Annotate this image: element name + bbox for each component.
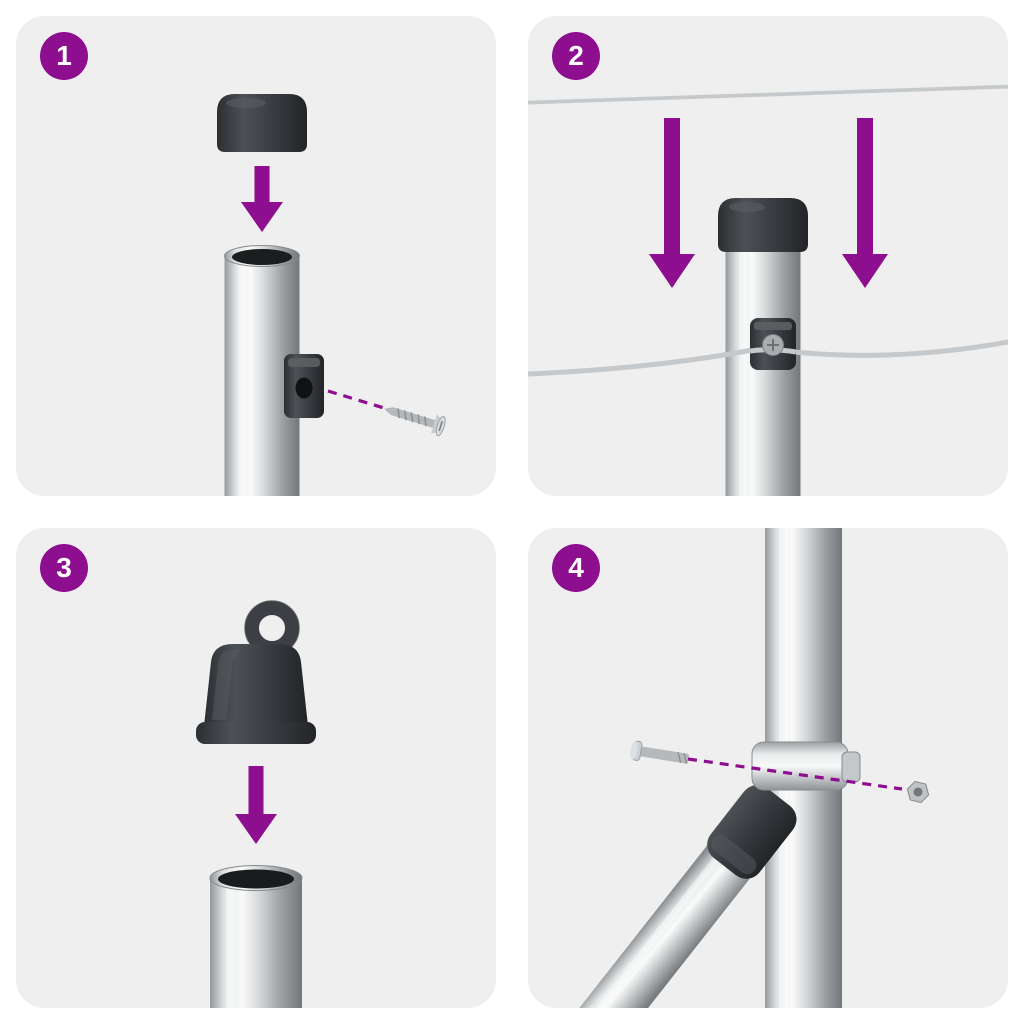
dashed-guide-line (687, 757, 903, 791)
step-number: 4 (568, 552, 584, 583)
step-number: 1 (56, 40, 72, 71)
metal-post (209, 865, 303, 1008)
step-panel-2: 2 (528, 16, 1008, 496)
post-clamp (751, 741, 861, 791)
illustration-step-2 (528, 83, 1008, 496)
top-tension-wire (528, 83, 1008, 105)
step-panel-3: 3 (16, 528, 496, 1008)
step-badge-1: 1 (40, 32, 88, 80)
screw (384, 407, 446, 437)
down-arrow-icon (235, 766, 277, 844)
down-arrow-icon-right (842, 118, 888, 288)
eye-cap (196, 600, 316, 744)
bolt (630, 740, 689, 764)
step-panel-4: 4 (528, 528, 1008, 1008)
step-number: 3 (56, 552, 72, 583)
screw-bracket (284, 354, 324, 418)
down-arrow-icon-left (649, 118, 695, 288)
illustration-step-3 (196, 600, 316, 1008)
brace-socket (707, 784, 797, 879)
post-cap (217, 94, 307, 152)
capped-post (718, 198, 808, 496)
illustration-step-4 (579, 528, 930, 1008)
nut (906, 780, 930, 804)
step-number: 2 (568, 40, 584, 71)
wire-bracket (749, 318, 797, 370)
down-arrow-icon (241, 166, 283, 232)
step-badge-2: 2 (552, 32, 600, 80)
step-badge-3: 3 (40, 544, 88, 592)
step-panel-1: 1 (16, 16, 496, 496)
lower-tension-wire (528, 339, 1008, 377)
step-badge-4: 4 (552, 544, 600, 592)
dashed-guide-line (327, 389, 385, 410)
illustration-step-1 (217, 94, 446, 496)
